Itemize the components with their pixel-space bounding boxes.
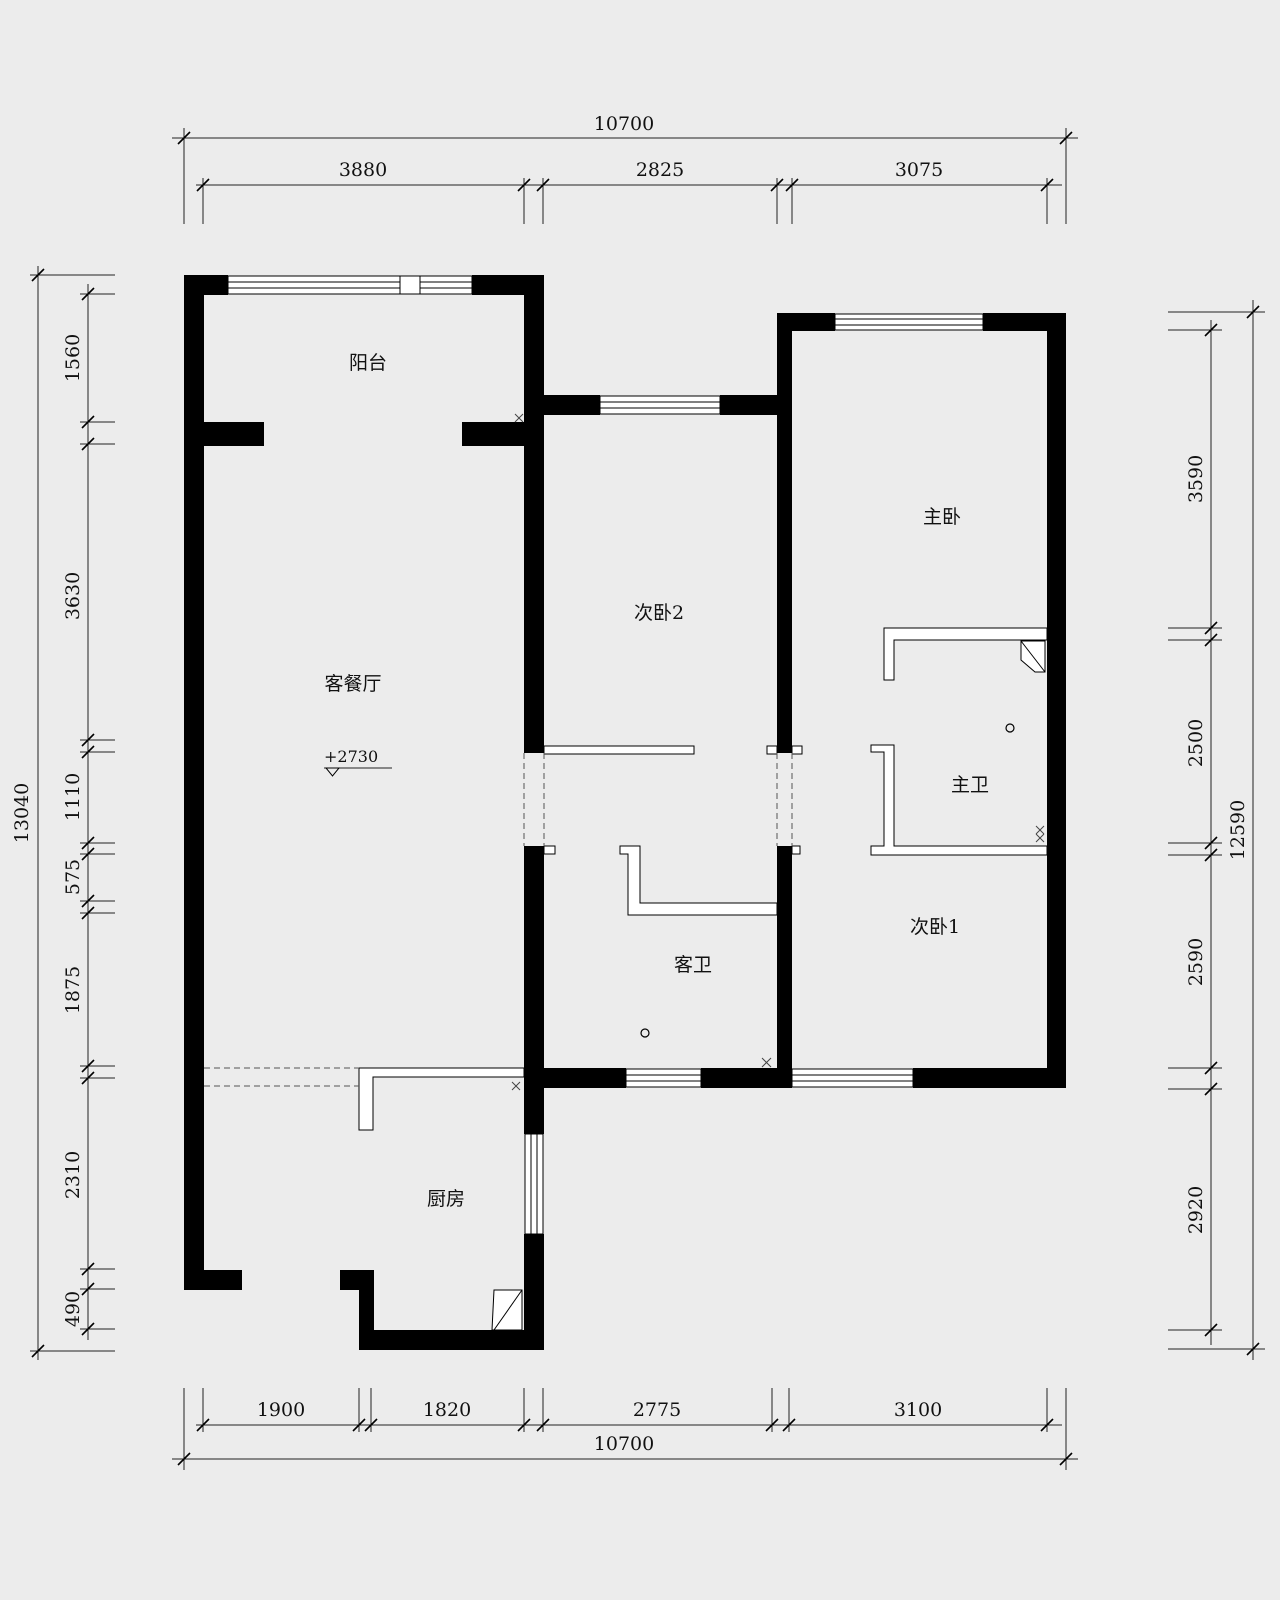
dim-left-seg-5: 1875 (62, 966, 84, 1014)
floor-drain-icon (1005, 723, 1015, 733)
dim-right-total: 12590 (1227, 800, 1249, 860)
room-label-bedroom2: 次卧2 (634, 602, 684, 624)
right-dimensions (1168, 300, 1265, 1360)
left-dimensions (30, 266, 115, 1360)
dim-bottom-seg-1: 1900 (257, 1399, 305, 1421)
dim-right-seg-1: 3590 (1185, 455, 1207, 503)
dim-right-seg-4: 2920 (1185, 1186, 1207, 1234)
bottom-dimensions (172, 1388, 1078, 1470)
dim-left-seg-4: 575 (62, 859, 84, 895)
dim-left-seg-1: 1560 (62, 334, 84, 382)
dim-right-seg-2: 2500 (1185, 719, 1207, 767)
room-label-master-bedroom: 主卧 (923, 506, 961, 528)
dim-bottom-total: 10700 (594, 1433, 654, 1455)
dim-left-seg-7: 490 (62, 1291, 84, 1327)
room-label-living-dining: 客餐厅 (324, 673, 381, 695)
fixtures (491, 413, 1046, 1331)
dim-top-total: 10700 (594, 113, 654, 135)
partitions (358, 627, 1048, 1131)
windows (227, 275, 984, 1235)
dim-bottom-seg-2: 1820 (423, 1399, 471, 1421)
dim-bottom-seg-4: 3100 (894, 1399, 942, 1421)
dim-left-total: 13040 (11, 783, 33, 843)
top-dimensions (172, 128, 1078, 224)
walls (184, 275, 1066, 1350)
elevation-label: +2730 (324, 747, 378, 766)
elevation-marker (324, 767, 392, 777)
room-label-guest-bath: 客卫 (674, 954, 712, 976)
dim-right-seg-3: 2590 (1185, 938, 1207, 986)
floor-drain-icon (640, 1028, 650, 1038)
room-label-balcony: 阳台 (349, 352, 387, 374)
dim-top-seg-2: 2825 (636, 159, 684, 181)
dim-left-seg-2: 3630 (62, 572, 84, 620)
room-label-bedroom1: 次卧1 (910, 916, 960, 938)
openings (204, 753, 793, 1087)
room-label-kitchen: 厨房 (427, 1188, 465, 1210)
dim-left-seg-6: 2310 (62, 1151, 84, 1199)
dim-bottom-seg-3: 2775 (633, 1399, 681, 1421)
dim-left-seg-3: 1110 (62, 773, 84, 821)
dim-top-seg-1: 3880 (339, 159, 387, 181)
dim-top-seg-3: 3075 (895, 159, 943, 181)
room-label-master-bath: 主卫 (951, 774, 989, 796)
